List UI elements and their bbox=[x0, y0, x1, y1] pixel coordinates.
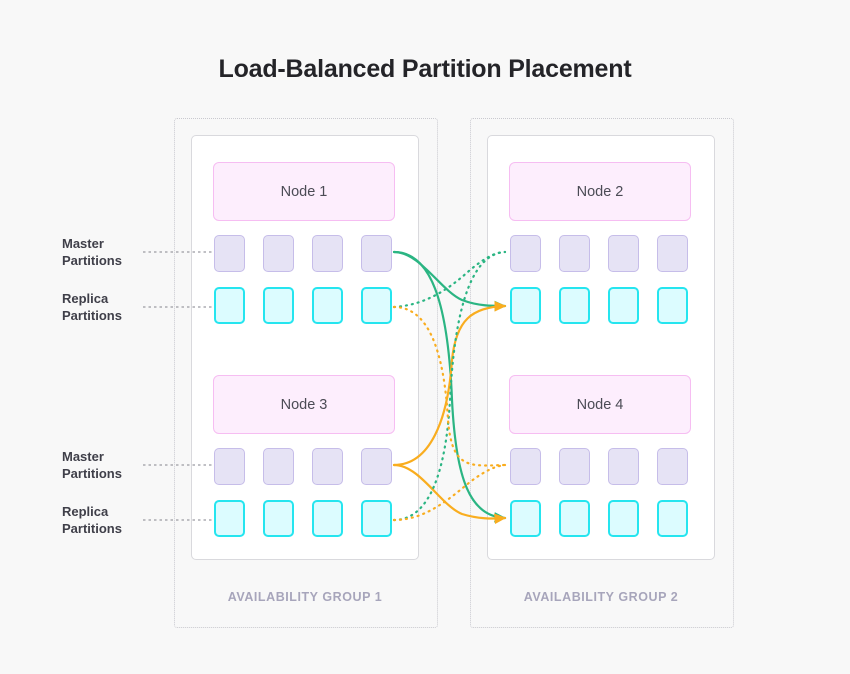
node-1-replica-partition-3[interactable] bbox=[312, 287, 343, 324]
node-1-replica-partition-4[interactable] bbox=[361, 287, 392, 324]
label-master-bottom-line-1: Master bbox=[62, 449, 104, 464]
node-3-replica-partition-3[interactable] bbox=[312, 500, 343, 537]
node-3-master-partition-2[interactable] bbox=[263, 448, 294, 485]
availability-group-2-label: AVAILABILITY GROUP 2 bbox=[523, 590, 679, 604]
node-4-label: Node 4 bbox=[576, 396, 624, 413]
node-3-replica-partition-2[interactable] bbox=[263, 500, 294, 537]
node-1-master-partition-3[interactable] bbox=[312, 235, 343, 272]
node-2-master-partition-2[interactable] bbox=[559, 235, 590, 272]
node-3-box[interactable]: Node 3 bbox=[213, 375, 395, 434]
label-master-top-line-2: Partitions bbox=[62, 252, 122, 268]
node-3-master-partition-3[interactable] bbox=[312, 448, 343, 485]
node-4-replica-partition-2[interactable] bbox=[559, 500, 590, 537]
node-2-replica-partition-1[interactable] bbox=[510, 287, 541, 324]
node-4-box[interactable]: Node 4 bbox=[509, 375, 691, 434]
node-1-master-partition-4[interactable] bbox=[361, 235, 392, 272]
label-replica-top-line-2: Partitions bbox=[62, 307, 122, 323]
node-1-box[interactable]: Node 1 bbox=[213, 162, 395, 221]
availability-group-1-label: AVAILABILITY GROUP 1 bbox=[227, 590, 383, 604]
node-3-master-partition-4[interactable] bbox=[361, 448, 392, 485]
node-1-replica-partition-2[interactable] bbox=[263, 287, 294, 324]
label-replica-bottom-line-2: Partitions bbox=[62, 520, 122, 536]
node-1-label: Node 1 bbox=[280, 183, 328, 200]
node-2-replica-partition-3[interactable] bbox=[608, 287, 639, 324]
label-master-partitions-top: Master Partitions bbox=[62, 236, 157, 269]
node-4-replica-partition-1[interactable] bbox=[510, 500, 541, 537]
node-4-replica-partition-3[interactable] bbox=[608, 500, 639, 537]
node-1-master-partition-2[interactable] bbox=[263, 235, 294, 272]
node-1-master-partition-1[interactable] bbox=[214, 235, 245, 272]
node-4-master-partition-4[interactable] bbox=[657, 448, 688, 485]
node-4-master-partition-3[interactable] bbox=[608, 448, 639, 485]
page-title: Load-Balanced Partition Placement bbox=[218, 55, 632, 83]
node-4-master-partition-1[interactable] bbox=[510, 448, 541, 485]
label-master-partitions-bottom: Master Partitions bbox=[62, 449, 157, 482]
label-replica-partitions-top: Replica Partitions bbox=[62, 291, 157, 324]
node-2-master-partition-4[interactable] bbox=[657, 235, 688, 272]
node-4-replica-partition-4[interactable] bbox=[657, 500, 688, 537]
label-replica-bottom-line-1: Replica bbox=[62, 504, 109, 519]
node-4-master-partition-2[interactable] bbox=[559, 448, 590, 485]
label-replica-partitions-bottom: Replica Partitions bbox=[62, 504, 157, 537]
node-3-replica-partition-4[interactable] bbox=[361, 500, 392, 537]
node-3-master-partition-1[interactable] bbox=[214, 448, 245, 485]
node-2-replica-partition-2[interactable] bbox=[559, 287, 590, 324]
node-2-box[interactable]: Node 2 bbox=[509, 162, 691, 221]
node-2-master-partition-3[interactable] bbox=[608, 235, 639, 272]
node-3-replica-partition-1[interactable] bbox=[214, 500, 245, 537]
label-master-bottom-line-2: Partitions bbox=[62, 465, 122, 481]
node-2-master-partition-1[interactable] bbox=[510, 235, 541, 272]
label-replica-top-line-1: Replica bbox=[62, 291, 109, 306]
node-3-label: Node 3 bbox=[280, 396, 328, 413]
node-1-replica-partition-1[interactable] bbox=[214, 287, 245, 324]
label-master-top-line-1: Master bbox=[62, 236, 104, 251]
node-2-label: Node 2 bbox=[576, 183, 624, 200]
node-2-replica-partition-4[interactable] bbox=[657, 287, 688, 324]
